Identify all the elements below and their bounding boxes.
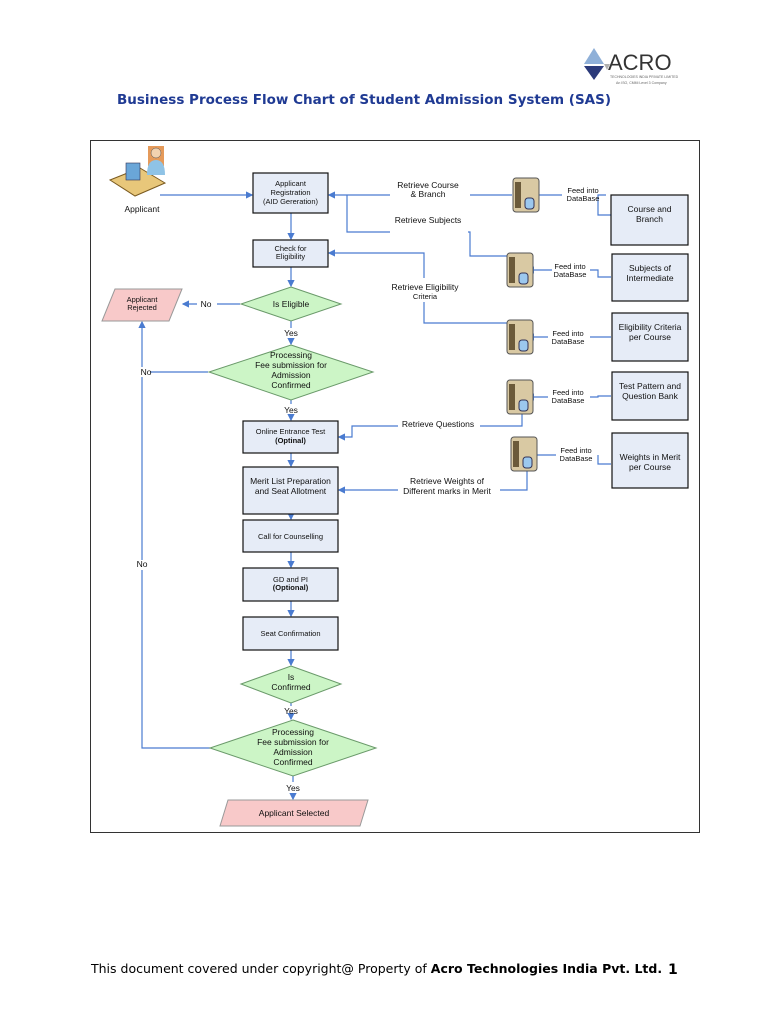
database-server-icon — [506, 319, 534, 355]
page-title: Business Process Flow Chart of Student A… — [116, 92, 612, 108]
footer-company: Acro Technologies India Pvt. Ltd. — [430, 961, 663, 976]
database-server-icon — [510, 436, 538, 472]
copyright-footer: This document covered under copyright@ P… — [91, 961, 662, 976]
page-number: 1 — [668, 962, 678, 978]
svg-text:ACRO: ACRO — [608, 50, 672, 75]
node-call-for-counselling: Call for Counselling — [242, 519, 339, 553]
svg-text:Applicant Selected: Applicant Selected — [259, 808, 330, 818]
label-no: No — [137, 559, 148, 569]
svg-text:Online Entrance Test(Optinal): Online Entrance Test(Optinal) — [256, 427, 326, 445]
database-server-icon — [506, 252, 534, 288]
footer-text: This document covered under copyright@ P… — [91, 961, 431, 976]
node-online-entrance-test: Online Entrance Test(Optinal) — [242, 420, 339, 454]
label-yes: Yes — [286, 783, 300, 793]
node-seat-confirmation: Seat Confirmation — [242, 616, 339, 651]
applicant-actor: Applicant — [108, 146, 167, 214]
svg-text:Call for Counselling: Call for Counselling — [258, 532, 323, 541]
svg-text:TECHNOLOGIES INDIA PRIVATE LIM: TECHNOLOGIES INDIA PRIVATE LIMITED — [610, 75, 679, 79]
svg-text:Seat Confirmation: Seat Confirmation — [260, 629, 320, 638]
svg-text:Is Eligible: Is Eligible — [273, 299, 310, 309]
decision-is-eligible: Is Eligible — [239, 286, 343, 322]
svg-text:An ISO, CMMi Level 3 Company: An ISO, CMMi Level 3 Company — [616, 81, 667, 85]
node-gd-and-pi: GD and PI(Optional) — [242, 567, 339, 602]
diagram-frame — [90, 140, 700, 833]
database-server-icon — [512, 177, 540, 213]
label-yes: Yes — [284, 706, 298, 716]
connectors — [142, 195, 611, 799]
label-yes: Yes — [284, 328, 298, 338]
label-no: No — [141, 367, 152, 377]
label-no: No — [201, 299, 212, 309]
database-server-icons — [506, 177, 540, 472]
edge-labels: No No No Yes Yes Yes Yes Retrieve Course… — [137, 180, 600, 793]
label-retrieve-questions: Retrieve Questions — [402, 419, 474, 429]
user-at-computer-icon — [108, 146, 167, 197]
label-retrieve-subjects: Retrieve Subjects — [395, 215, 462, 225]
svg-text:GD and PI(Optional): GD and PI(Optional) — [273, 575, 309, 592]
terminal-applicant-selected: Applicant Selected — [219, 799, 369, 827]
database-server-icon — [506, 379, 534, 415]
acro-logo: ACRO TECHNOLOGIES INDIA PRIVATE LIMITED … — [584, 48, 679, 85]
applicant-label: Applicant — [125, 204, 161, 214]
label-retrieve-course: Retrieve Course& Branch — [397, 180, 459, 199]
label-yes: Yes — [284, 405, 298, 415]
